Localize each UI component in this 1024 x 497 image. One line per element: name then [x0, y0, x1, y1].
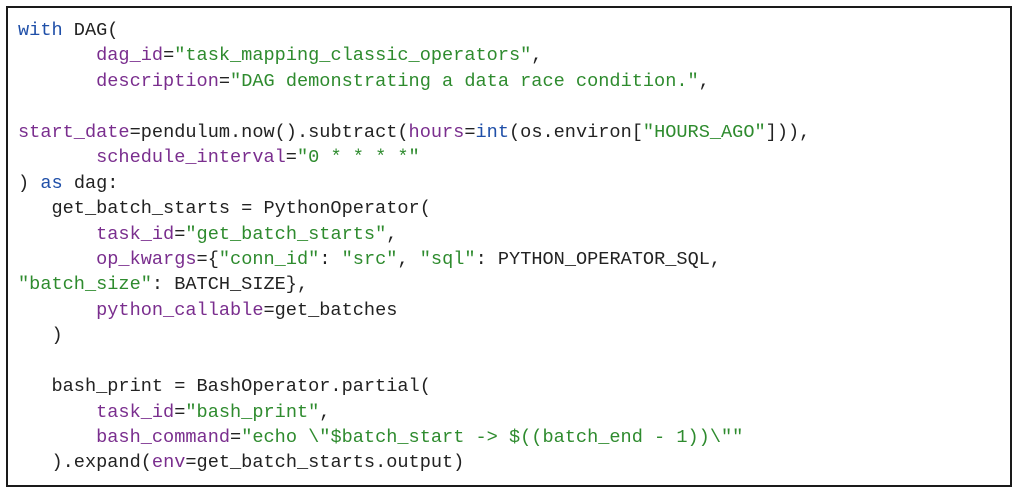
- code-line: description="DAG demonstrating a data ra…: [18, 69, 810, 94]
- code-line: ).expand(env=get_batch_starts.output): [18, 450, 810, 475]
- code-token: =: [174, 401, 186, 423]
- string-token: "sql": [419, 248, 476, 270]
- parameter-token: bash_command: [96, 427, 231, 448]
- parameter-token: op_kwargs: [96, 248, 197, 270]
- string-token: "DAG demonstrating a data race condition…: [230, 70, 699, 92]
- code-line: bash_command="echo \"$batch_start -> $((…: [18, 425, 810, 450]
- parameter-token: start_date: [18, 121, 130, 143]
- code-token: ).expand(: [18, 452, 152, 474]
- code-line: ) as dag:: [18, 171, 810, 196]
- code-token: =: [285, 147, 297, 169]
- keyword-token: int: [475, 121, 509, 143]
- code-token: [18, 249, 96, 270]
- code-token: [18, 300, 96, 321]
- code-token: DAG(: [62, 20, 119, 41]
- keyword-token: as: [40, 172, 63, 194]
- code-line: get_batch_starts = PythonOperator(: [18, 196, 810, 221]
- code-line: "batch_size": BATCH_SIZE},: [18, 272, 810, 297]
- code-token: [18, 71, 96, 92]
- code-line: ): [18, 323, 810, 348]
- code-token: [18, 427, 96, 448]
- code-token: =: [163, 45, 175, 67]
- string-token: "src": [341, 248, 398, 270]
- code-line: op_kwargs={"conn_id": "src", "sql": PYTH…: [18, 247, 810, 272]
- code-token: =pendulum.now().subtract(: [129, 121, 409, 143]
- code-line: schedule_interval="0 * * * *": [18, 145, 810, 170]
- code-token: ,: [386, 223, 398, 245]
- code-token: ): [18, 325, 63, 347]
- code-token: ): [18, 172, 41, 194]
- code-token: ={: [196, 248, 219, 270]
- string-token: "HOURS_AGO": [642, 121, 766, 143]
- code-token: ,: [319, 401, 331, 423]
- code-block: with DAG( dag_id="task_mapping_classic_o…: [18, 18, 810, 476]
- string-token: "bash_print": [185, 401, 320, 423]
- code-token: =: [174, 223, 186, 245]
- code-token: bash_print = BashOperator.partial(: [18, 376, 431, 398]
- code-token: =get_batches: [263, 299, 398, 321]
- parameter-token: task_id: [96, 223, 175, 245]
- keyword-token: with: [18, 20, 63, 41]
- code-token: =: [464, 121, 476, 143]
- code-token: :: [319, 248, 342, 270]
- code-token: dag:: [62, 172, 119, 194]
- code-line: [18, 349, 810, 374]
- code-token: ,: [698, 70, 710, 92]
- code-token: : BATCH_SIZE},: [151, 274, 309, 296]
- code-line: python_callable=get_batches: [18, 298, 810, 323]
- code-line: with DAG(: [18, 18, 810, 43]
- code-line: start_date=pendulum.now().subtract(hours…: [18, 120, 810, 145]
- code-token: (os.environ[: [509, 121, 643, 143]
- parameter-token: hours: [408, 121, 465, 143]
- code-token: [18, 147, 96, 168]
- code-frame: with DAG( dag_id="task_mapping_classic_o…: [6, 6, 1012, 487]
- code-line: task_id="get_batch_starts",: [18, 222, 810, 247]
- string-token: "batch_size": [18, 274, 152, 296]
- code-token: ,: [531, 45, 543, 67]
- code-token: get_batch_starts = PythonOperator(: [18, 198, 431, 220]
- code-token: [18, 45, 96, 66]
- parameter-token: env: [151, 452, 186, 474]
- string-token: "0 * * * *": [296, 147, 420, 169]
- string-token: "conn_id": [218, 248, 320, 270]
- code-token: =: [218, 70, 231, 92]
- code-token: ])),: [765, 121, 811, 143]
- parameter-token: description: [96, 70, 219, 92]
- string-token: "echo \"$batch_start -> $((batch_end - 1…: [241, 427, 744, 448]
- code-token: =: [230, 427, 242, 448]
- code-token: [18, 402, 96, 423]
- parameter-token: dag_id: [96, 45, 164, 67]
- code-line: task_id="bash_print",: [18, 400, 810, 425]
- code-line: [18, 94, 810, 119]
- code-line: dag_id="task_mapping_classic_operators",: [18, 43, 810, 68]
- code-token: : PYTHON_OPERATOR_SQL,: [475, 248, 722, 270]
- code-token: [18, 224, 96, 245]
- string-token: "get_batch_starts": [185, 223, 387, 245]
- parameter-token: task_id: [96, 401, 175, 423]
- string-token: "task_mapping_classic_operators": [174, 45, 532, 67]
- parameter-token: schedule_interval: [96, 147, 286, 169]
- parameter-token: python_callable: [96, 299, 264, 321]
- code-line: bash_print = BashOperator.partial(: [18, 374, 810, 399]
- code-token: ,: [397, 248, 420, 270]
- code-token: =get_batch_starts.output): [185, 452, 465, 474]
